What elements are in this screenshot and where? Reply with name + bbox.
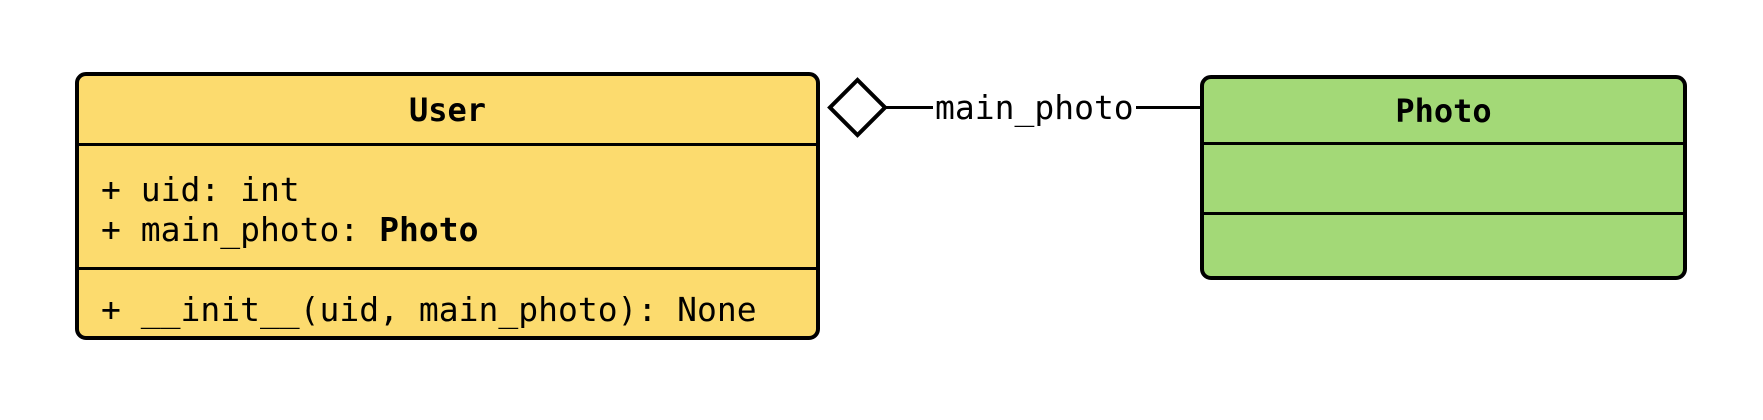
aggregation-diamond-icon bbox=[827, 77, 888, 138]
user-methods-section: + __init__(uid, main_photo): None bbox=[79, 267, 816, 336]
connector-line-left bbox=[886, 105, 933, 109]
relationship-label: main_photo bbox=[935, 87, 1134, 127]
class-title-user: User bbox=[408, 90, 487, 129]
attribute-uid: + uid: int bbox=[101, 170, 300, 209]
attribute-main-photo-prefix: + main_photo: bbox=[101, 210, 380, 249]
class-box-user: User + uid: int + main_photo: Photo + __… bbox=[75, 72, 820, 340]
attribute-main-photo-type: Photo bbox=[379, 210, 479, 249]
user-attributes-section: + uid: int + main_photo: Photo bbox=[79, 143, 816, 267]
relationship-connector: main_photo bbox=[886, 85, 1200, 129]
method-init: + __init__(uid, main_photo): None bbox=[101, 290, 757, 329]
class-title-photo: Photo bbox=[1395, 91, 1492, 130]
class-box-photo: Photo bbox=[1200, 75, 1687, 280]
attribute-main-photo: + main_photo: Photo bbox=[101, 210, 816, 250]
photo-methods-section bbox=[1204, 212, 1683, 276]
connector-line-right bbox=[1135, 105, 1200, 109]
photo-attributes-section bbox=[1204, 142, 1683, 212]
